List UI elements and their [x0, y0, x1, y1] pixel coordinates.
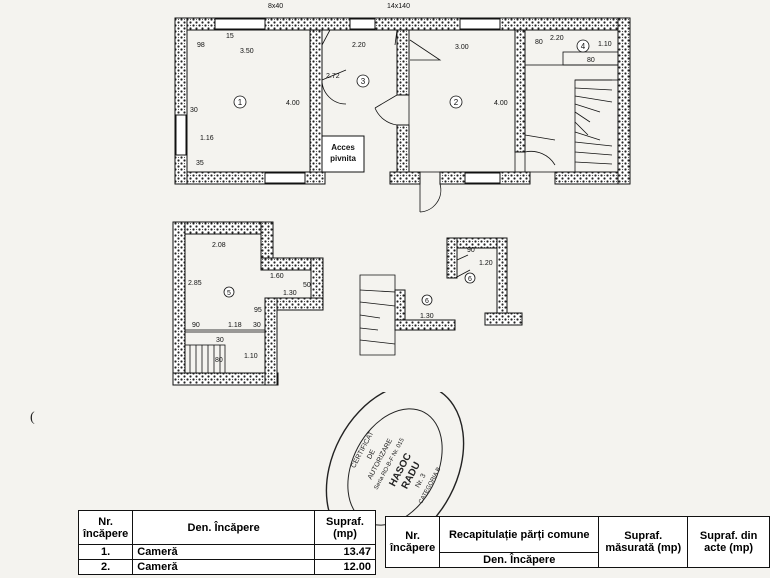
col-acte-header: Supraf. din acte (mp)	[687, 516, 770, 568]
col-masurata-header: Supraf. măsurată (mp)	[598, 516, 689, 568]
dimension-labels: 8x40 14x140 98 15 3.50 2.20 3.00 80 2.20…	[188, 3, 612, 364]
dim-116: 1.16	[200, 135, 214, 142]
lower-left-stairs	[184, 329, 266, 374]
dim-90b: 90	[467, 247, 475, 254]
dim-160: 1.60	[270, 273, 284, 280]
table-row: 2. Cameră 12.00	[77, 559, 376, 575]
room-6b-label: 6	[425, 298, 429, 305]
row-supr: 12.00	[314, 559, 376, 575]
dim-50a: 50	[303, 282, 311, 289]
dim-35: 35	[196, 160, 204, 167]
dim-80c: 80	[215, 357, 223, 364]
dim-110a: 1.10	[598, 41, 612, 48]
door-arcs	[321, 39, 556, 213]
lower-left-walls	[172, 221, 324, 386]
row-den: Cameră	[132, 544, 315, 560]
dim-30: 30	[190, 107, 198, 114]
dim-90a: 90	[192, 322, 200, 329]
dim-285: 2.85	[188, 280, 202, 287]
access-label-1: Acces	[331, 143, 355, 152]
windows	[175, 18, 501, 184]
dim-220a: 2.20	[352, 42, 366, 49]
dim-208: 2.08	[212, 242, 226, 249]
dim-top-right: 14x140	[387, 3, 410, 10]
room-4-label: 4	[581, 42, 586, 51]
dim-120: 1.20	[479, 260, 493, 267]
col-den-header: Den. Încăpere	[439, 552, 600, 568]
dim-15: 15	[226, 33, 234, 40]
room-6-label: 6	[468, 276, 472, 283]
dim-95: 95	[254, 307, 262, 314]
stairs-upper	[524, 51, 619, 173]
common-parts-table: Nr. încăpere Recapitulație părți comune …	[384, 516, 770, 568]
lower-right-walls	[394, 237, 523, 331]
room-markers: 1 3 2 4 5 6 6	[223, 39, 590, 306]
dim-400b: 4.00	[494, 100, 508, 107]
dim-98: 98	[197, 42, 205, 49]
dim-top-left: 8x40	[268, 3, 283, 10]
lower-right-stairs	[359, 254, 471, 356]
dim-80b: 80	[587, 57, 595, 64]
col-nr-header: Nr. încăpere	[384, 516, 441, 568]
row-nr: 2.	[77, 559, 134, 575]
margin-mark: (	[30, 410, 35, 425]
col-den-header: Den. Încăpere	[132, 510, 315, 545]
row-nr: 1.	[77, 544, 134, 560]
col-nr-header: Nr. încăpere	[77, 510, 134, 545]
access-label-2: pivnita	[330, 154, 356, 163]
dim-30c: 30	[216, 337, 224, 344]
room-5-label: 5	[227, 290, 231, 297]
dim-30b: 30	[253, 322, 261, 329]
dim-130b: 1.30	[420, 313, 434, 320]
room-1-label: 1	[238, 98, 243, 107]
dim-400a: 4.00	[286, 100, 300, 107]
dim-80a: 80	[535, 39, 543, 46]
room-2-outline	[408, 29, 516, 173]
dim-110b: 1.10	[244, 353, 258, 360]
dim-220b: 2.20	[550, 35, 564, 42]
row-supr: 13.47	[314, 544, 376, 560]
dim-300: 3.00	[455, 44, 469, 51]
dim-272: 2.72	[326, 73, 340, 80]
table-row: 1. Cameră 13.47	[77, 544, 376, 560]
dim-130a: 1.30	[283, 290, 297, 297]
recap-header: Recapitulație părți comune	[439, 516, 600, 553]
room-3-label: 3	[361, 77, 366, 86]
row-den: Cameră	[132, 559, 315, 575]
dim-118: 1.18	[228, 322, 242, 329]
col-supr-header: Supraf. (mp)	[314, 510, 376, 545]
room-2-label: 2	[454, 98, 459, 107]
rooms-table: Nr. încăpere Den. Încăpere Supraf. (mp) …	[77, 510, 376, 575]
access-box	[321, 135, 365, 173]
room-1-outline	[186, 29, 311, 173]
dim-350: 3.50	[240, 48, 254, 55]
